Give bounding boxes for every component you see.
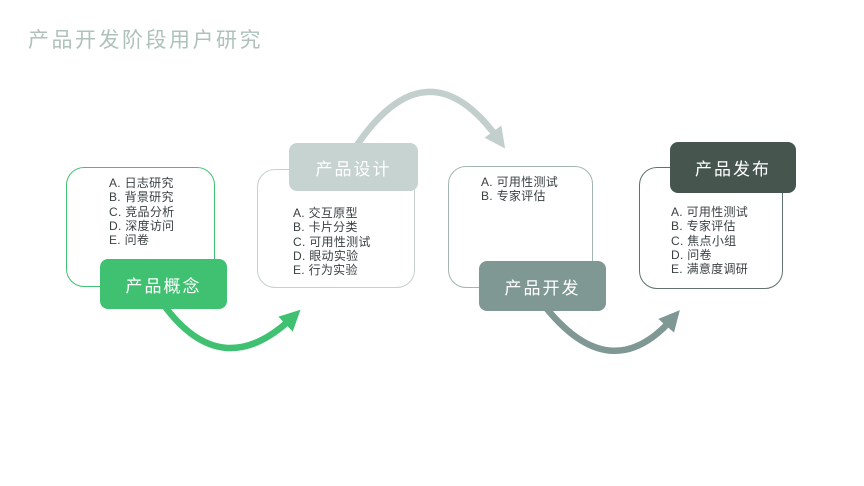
method-item: B. 专家评估 <box>671 219 736 234</box>
method-item: B. 专家评估 <box>481 189 546 204</box>
method-item: B. 背景研究 <box>109 190 174 205</box>
methods-list-develop: A. 可用性测试 B. 专家评估 <box>481 175 558 204</box>
method-item: B. 卡片分类 <box>293 220 358 235</box>
method-item: C. 可用性测试 <box>293 234 371 249</box>
stage-label-concept: 产品概念 <box>100 259 227 309</box>
methods-list-design: A. 交互原型 B. 卡片分类 C. 可用性测试 D. 眼动实验 E. 行为实验 <box>293 206 371 277</box>
method-item: A. 日志研究 <box>109 176 174 190</box>
methods-list-concept: A. 日志研究 B. 背景研究 C. 竞品分析 D. 深度访问 E. 问卷 <box>109 176 174 247</box>
arrow-concept-to-design <box>160 302 301 352</box>
arrow-develop-to-release <box>540 302 680 354</box>
method-item: C. 竞品分析 <box>109 204 175 219</box>
method-item: E. 行为实验 <box>293 263 358 278</box>
page-title: 产品开发阶段用户研究 <box>28 29 263 52</box>
methods-list-release: A. 可用性测试 B. 专家评估 C. 焦点小组 D. 问卷 E. 满意度调研 <box>671 205 748 276</box>
method-item: D. 深度访问 <box>109 218 175 233</box>
method-item: D. 问卷 <box>671 247 712 262</box>
method-item: E. 满意度调研 <box>671 262 749 277</box>
method-item: E. 问卷 <box>109 233 150 248</box>
method-item: A. 交互原型 <box>293 206 358 220</box>
stage-label-release: 产品发布 <box>670 142 796 193</box>
stage-label-design: 产品设计 <box>289 143 418 191</box>
method-item: A. 可用性测试 <box>481 175 559 189</box>
method-item: A. 可用性测试 <box>671 205 749 219</box>
method-item: C. 焦点小组 <box>671 233 737 248</box>
arrow-design-to-develop <box>352 88 506 150</box>
stage-label-develop: 产品开发 <box>479 261 606 311</box>
method-item: D. 眼动实验 <box>293 248 359 263</box>
